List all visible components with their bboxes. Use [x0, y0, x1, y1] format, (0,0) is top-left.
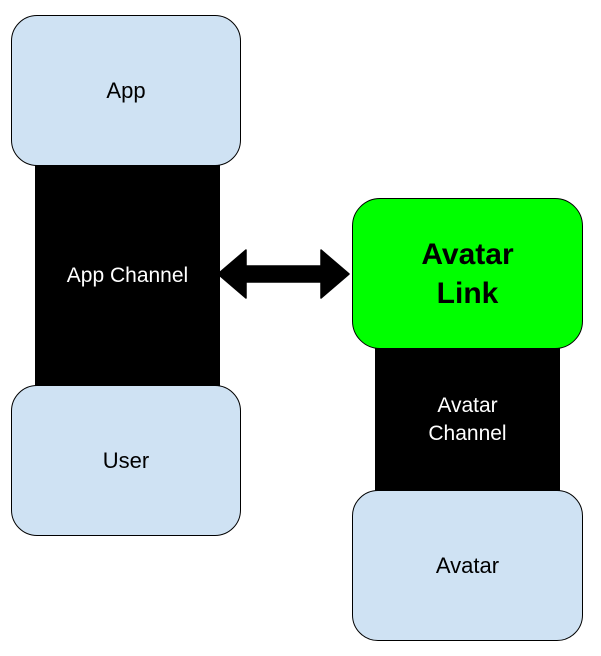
app-channel-label: App Channel — [66, 263, 189, 287]
app-label: App — [106, 77, 146, 103]
avatar-channel-label-line1: Avatar — [437, 393, 498, 417]
avatar-channel-label-line2: Channel — [428, 422, 507, 445]
app-box: App — [11, 15, 241, 166]
avatar-link-box: Avatar Link — [352, 198, 583, 349]
avatar-link-label-line2: Link — [436, 276, 499, 310]
user-box: User — [11, 385, 241, 536]
bidirectional-arrow-icon — [217, 249, 350, 299]
app-channel-bar: App Channel — [35, 162, 220, 390]
avatar-link-label-line1: Avatar — [421, 237, 514, 271]
avatar-channel-bar: Avatar Channel — [375, 346, 560, 494]
user-label: User — [102, 447, 150, 473]
avatar-box: Avatar — [352, 490, 583, 641]
avatar-label: Avatar — [435, 552, 500, 578]
